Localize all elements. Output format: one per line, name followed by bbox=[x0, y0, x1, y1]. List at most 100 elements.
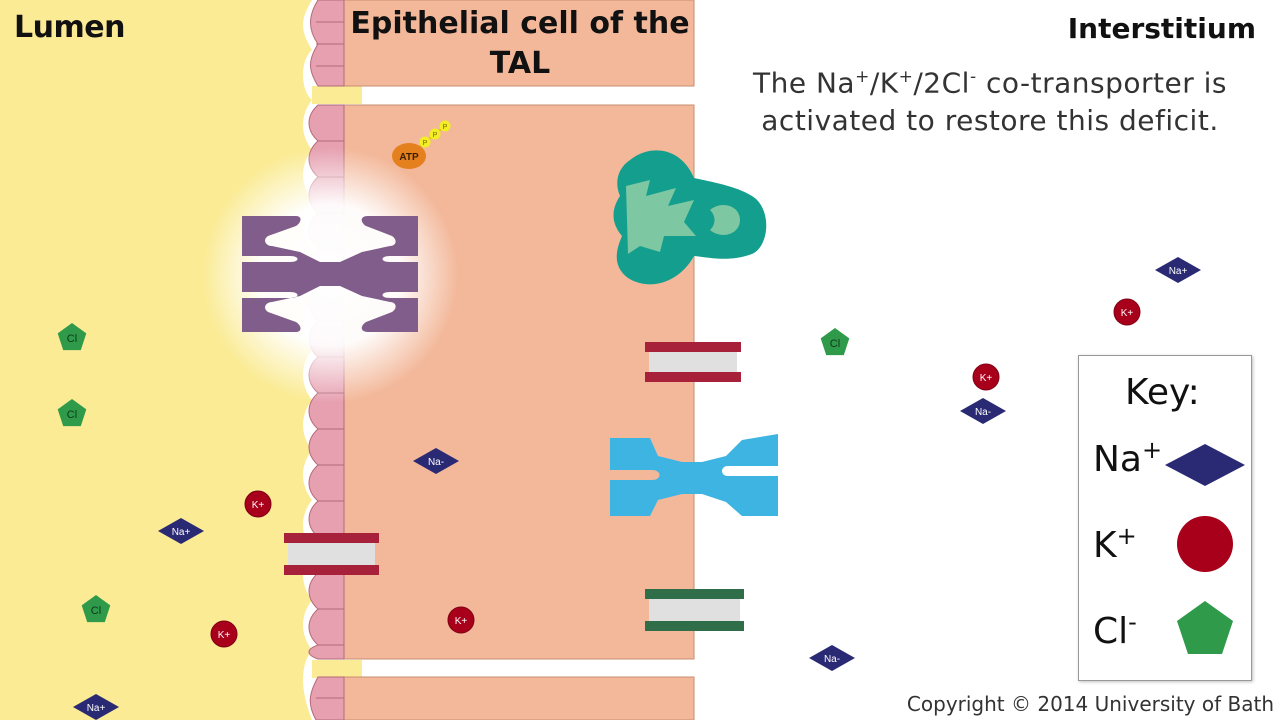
lumen-gap-bottom bbox=[312, 660, 362, 678]
microvillus bbox=[308, 644, 345, 660]
caption-sup-1: + bbox=[855, 67, 870, 87]
k-channel-basolateral bbox=[645, 342, 741, 382]
k-ion: K+ bbox=[1113, 298, 1141, 326]
cl-ion-shape bbox=[820, 328, 850, 356]
lumen-region bbox=[0, 0, 312, 720]
na-ion-shape bbox=[73, 694, 119, 720]
na-ion-label: Na- bbox=[824, 654, 840, 665]
atp-molecule: ATP P P P bbox=[392, 120, 451, 169]
k-ion-label: K+ bbox=[980, 373, 993, 384]
k-ion-label: K+ bbox=[1121, 308, 1134, 319]
caption-text: The Na+/K+/2Cl- co-transporter is activa… bbox=[700, 58, 1280, 140]
k-ion-shape bbox=[447, 606, 475, 634]
key-cl-sup: - bbox=[1128, 608, 1137, 636]
key-k-base: K bbox=[1093, 525, 1117, 566]
na-ion-label: Na+ bbox=[172, 527, 191, 538]
atp-label: ATP bbox=[399, 152, 419, 163]
na-k-atpase-pump bbox=[613, 150, 767, 285]
na-ion: Na+ bbox=[1155, 257, 1201, 283]
caption-part-3: /2Cl bbox=[913, 66, 970, 100]
microvillus bbox=[308, 572, 345, 610]
cl-ion-shape bbox=[57, 323, 87, 351]
copyright: Copyright © 2014 University of Bath bbox=[906, 692, 1274, 716]
microvillus bbox=[308, 500, 345, 538]
na-ion: Na- bbox=[960, 398, 1006, 424]
phosphate-3 bbox=[439, 120, 451, 132]
key-na-sup: + bbox=[1142, 436, 1163, 464]
k-ion: K+ bbox=[244, 490, 272, 518]
lumen-label: Lumen bbox=[14, 10, 125, 45]
cl-ion-label: Cl bbox=[830, 338, 840, 350]
caption-part-1: The Na bbox=[752, 66, 856, 100]
key-legend: Key: Na+ K+ Cl- bbox=[1078, 355, 1252, 681]
brush-border-top bbox=[310, 0, 345, 87]
na-ion: Na- bbox=[809, 645, 855, 671]
cell-label: Epithelial cell of the TAL bbox=[350, 6, 690, 81]
phosphate-1 bbox=[419, 136, 431, 148]
microvillus bbox=[308, 608, 345, 646]
interstitium-label: Interstitium bbox=[1067, 12, 1256, 45]
key-na-base: Na bbox=[1093, 439, 1142, 480]
cl-ion-shape bbox=[81, 595, 111, 623]
cl-ion-label: Cl bbox=[67, 409, 77, 421]
na-ion: Na- bbox=[413, 448, 459, 474]
k-ion: K+ bbox=[447, 606, 475, 634]
microvillus bbox=[308, 464, 345, 502]
caption-part-2: /K bbox=[869, 66, 899, 100]
k-ion-shape bbox=[210, 620, 238, 648]
brush-border-bottom bbox=[309, 676, 345, 720]
nkcc-cotransporter bbox=[242, 216, 418, 332]
caption-part-4: co-transporter is activated to restore t… bbox=[761, 66, 1228, 138]
na-ion-label: Na+ bbox=[1169, 266, 1188, 277]
key-k-sup: + bbox=[1116, 522, 1137, 550]
k-ion-shape bbox=[1113, 298, 1141, 326]
cl-ion-label: Cl bbox=[91, 605, 101, 617]
caption-sup-3: - bbox=[969, 67, 977, 87]
cl-ion-label: Cl bbox=[67, 333, 77, 345]
key-na-label: Na+ bbox=[1093, 436, 1162, 480]
key-cl-pentagon-icon bbox=[1177, 601, 1233, 654]
phosphate-label-3: P bbox=[443, 124, 448, 131]
k-ion: K+ bbox=[210, 620, 238, 648]
k-ion-label: K+ bbox=[218, 630, 231, 641]
basolateral-exchanger bbox=[610, 434, 778, 516]
na-ion-shape bbox=[413, 448, 459, 474]
cl-channel-basolateral bbox=[645, 589, 744, 631]
na-ion-label: Na+ bbox=[87, 703, 106, 714]
key-k-circle-icon bbox=[1177, 516, 1233, 572]
na-ion: Na+ bbox=[158, 518, 204, 544]
cl-ion: Cl bbox=[81, 595, 111, 623]
key-na-diamond-icon bbox=[1165, 444, 1245, 486]
key-k-label: K+ bbox=[1093, 522, 1137, 566]
lumen-gap-top bbox=[312, 86, 362, 104]
key-cl-label: Cl- bbox=[1093, 608, 1137, 652]
k-ion-label: K+ bbox=[455, 616, 468, 627]
cl-ion: Cl bbox=[57, 399, 87, 427]
k-ion-shape bbox=[972, 363, 1000, 391]
romk-channel-apical bbox=[284, 533, 379, 575]
cl-ion: Cl bbox=[57, 323, 87, 351]
microvillus bbox=[308, 104, 345, 142]
na-ion-shape bbox=[960, 398, 1006, 424]
na-ion-label: Na- bbox=[428, 457, 444, 468]
k-ion: K+ bbox=[972, 363, 1000, 391]
key-title: Key: bbox=[1125, 372, 1200, 413]
caption-sup-2: + bbox=[898, 67, 914, 87]
na-ion-shape bbox=[1155, 257, 1201, 283]
neighbor-cell-top bbox=[343, 0, 695, 87]
k-ion-shape bbox=[244, 490, 272, 518]
phosphate-2 bbox=[429, 128, 441, 140]
phosphate-label-1: P bbox=[423, 140, 428, 147]
na-ion: Na+ bbox=[73, 694, 119, 720]
cl-ion: Cl bbox=[820, 328, 850, 356]
atp-body bbox=[392, 143, 426, 169]
na-ion-label: Na- bbox=[975, 407, 991, 418]
phosphate-label-2: P bbox=[433, 132, 438, 139]
cl-ion-shape bbox=[57, 399, 87, 427]
k-ion-label: K+ bbox=[252, 500, 265, 511]
microvillus bbox=[308, 428, 345, 466]
na-ion-shape bbox=[158, 518, 204, 544]
key-symbols bbox=[1165, 444, 1245, 654]
neighbor-cell-bottom bbox=[343, 676, 695, 720]
